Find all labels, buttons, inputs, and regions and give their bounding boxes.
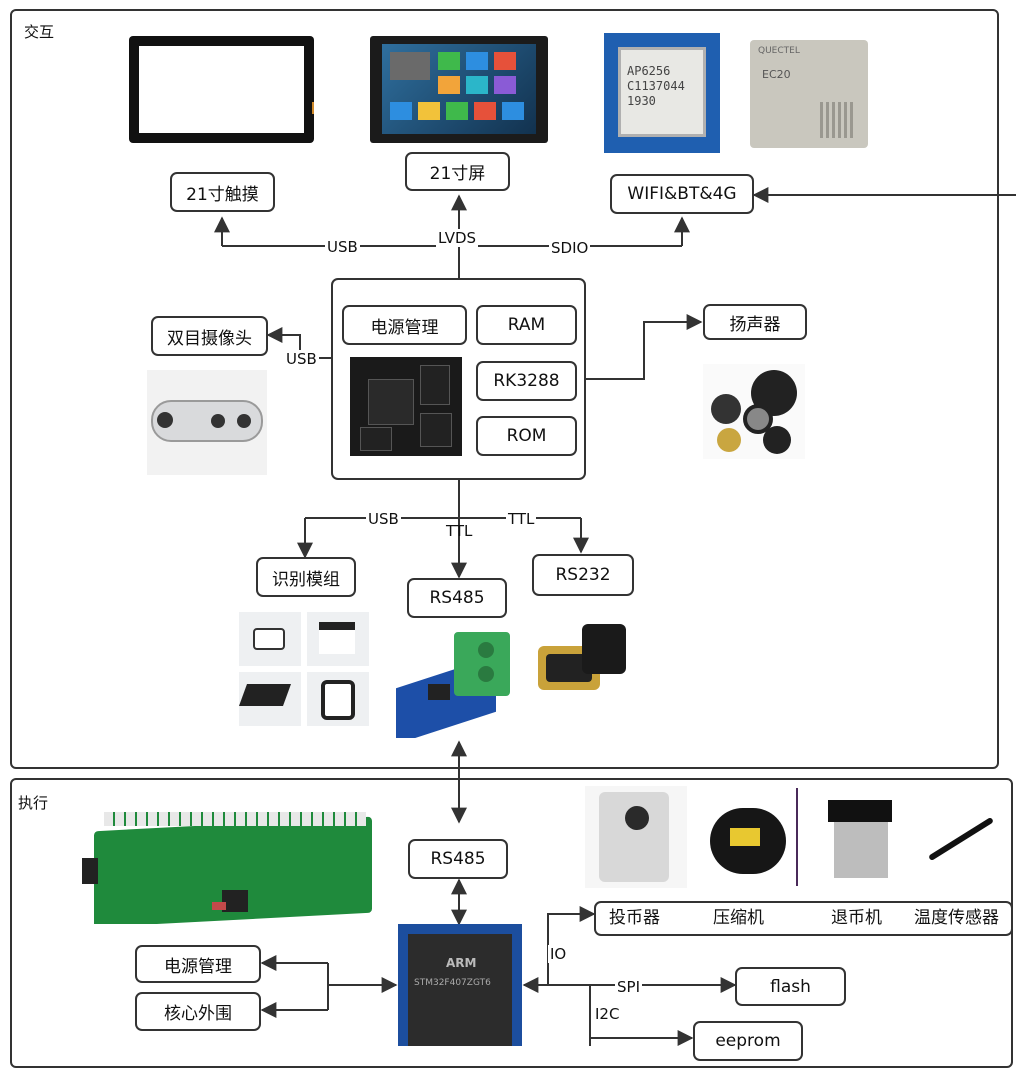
temperature-probe-image xyxy=(914,800,996,880)
stereo-camera-image xyxy=(147,370,267,475)
mcu-brand-text: ARM xyxy=(446,956,477,970)
lvds-label: LVDS xyxy=(436,229,479,247)
coin-hopper-label: 退币机 xyxy=(831,908,882,928)
eeprom-box: eeprom xyxy=(693,1021,803,1061)
coin-hopper-image xyxy=(820,790,898,888)
temperature-sensor-label: 温度传感器 xyxy=(914,908,999,928)
mcu-model-text: STM32F407ZGT6 xyxy=(414,978,491,988)
soc-box: RK3288 xyxy=(476,361,577,401)
ttl-rs232-label: TTL xyxy=(506,510,537,528)
io-label: IO xyxy=(548,945,569,963)
actuators-box xyxy=(594,901,1013,936)
lte-module-brand: QUECTEL xyxy=(758,46,800,56)
relay-board-image xyxy=(82,806,378,924)
wifi-chip-image: AP6256 C1137044 1930 xyxy=(604,33,720,153)
execution-section-label: 执行 xyxy=(18,794,49,812)
interaction-section-label: 交互 xyxy=(24,23,55,41)
interaction-section xyxy=(10,9,999,769)
touch-box: 21寸触摸 xyxy=(170,172,275,212)
wireless-box: WIFI&BT&4G xyxy=(610,174,754,214)
usb-touch-label: USB xyxy=(325,238,360,256)
wifi-chip-text-3: 1930 xyxy=(627,94,656,108)
recog-module-box: 识别模组 xyxy=(256,557,356,597)
touch-panel-image xyxy=(129,36,314,143)
rom-box: ROM xyxy=(476,416,577,456)
compressor-image xyxy=(700,788,798,886)
usb-recog-label: USB xyxy=(366,510,401,528)
flash-box: flash xyxy=(735,967,846,1006)
lte-module-image: QUECTEL EC20 xyxy=(750,40,868,148)
ram-box: RAM xyxy=(476,305,577,345)
sdio-label: SDIO xyxy=(549,239,591,257)
speakers-image xyxy=(703,364,805,459)
speaker-box: 扬声器 xyxy=(703,304,807,340)
usb-camera-label: USB xyxy=(284,350,319,368)
ttl-rs485-label: TTL xyxy=(446,522,473,540)
rs232-box: RS232 xyxy=(532,554,634,596)
rs485-module-image xyxy=(392,622,520,738)
rs485-bottom-box: RS485 xyxy=(408,839,508,879)
wifi-chip-text-1: AP6256 xyxy=(627,64,671,78)
core-periph-box: 核心外围 xyxy=(135,992,261,1031)
speaker-arrow xyxy=(586,314,703,380)
mcu-chip-image: ARM STM32F407ZGT6 xyxy=(398,924,522,1046)
compressor-label: 压缩机 xyxy=(713,908,764,928)
power-mgmt-bottom-box: 电源管理 xyxy=(135,945,261,983)
recognition-module-image xyxy=(235,608,373,730)
coin-acceptor-image xyxy=(585,786,687,888)
camera-box: 双目摄像头 xyxy=(151,316,268,356)
lte-module-model: EC20 xyxy=(762,68,791,81)
spi-label: SPI xyxy=(615,978,642,996)
power-mgmt-top-box: 电源管理 xyxy=(342,305,467,345)
screen-box: 21寸屏 xyxy=(405,152,510,191)
coin-acceptor-label: 投币器 xyxy=(609,908,660,928)
core-board-image xyxy=(350,357,462,456)
wifi-chip-text-2: C1137044 xyxy=(627,79,685,93)
rs485-top-box: RS485 xyxy=(407,578,507,618)
rs232-connector-image xyxy=(534,616,630,710)
connection-lines xyxy=(214,187,1016,1046)
display-screen-image xyxy=(370,36,548,143)
i2c-label: I2C xyxy=(593,1005,622,1023)
